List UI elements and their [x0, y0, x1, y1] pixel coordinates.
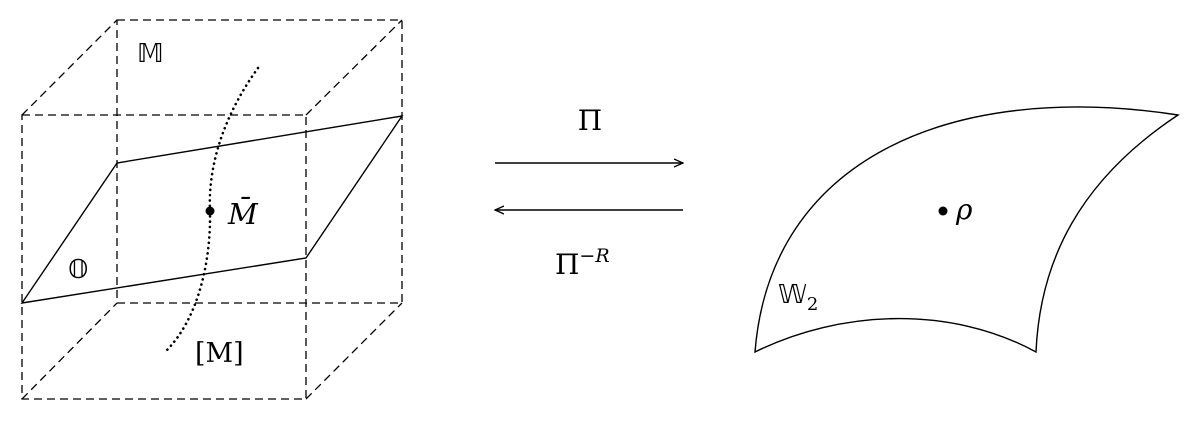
cube-front-face	[21, 114, 307, 400]
backward-label-base: Π	[555, 248, 579, 281]
cube-edge-tr	[305, 19, 403, 116]
cube-edge-br	[305, 302, 403, 400]
surface-w2	[754, 106, 1180, 354]
bracket-label: [M]	[195, 338, 244, 369]
surface-label-sub: 2	[807, 294, 818, 315]
backward-arrow-label: Π−R	[555, 245, 610, 281]
point-rho	[938, 206, 948, 216]
cube-label: 𝕄	[137, 39, 164, 69]
cube-edge-bl	[21, 302, 118, 400]
surface-label: 𝕎2	[778, 280, 818, 315]
cube-edge-tl	[21, 19, 118, 116]
forward-arrow-label: Π	[578, 104, 602, 137]
plane-parallelogram	[20, 115, 404, 304]
rho-label: ρ	[955, 193, 973, 226]
plane-label: 𝕆	[68, 255, 88, 285]
backward-label-sup: −R	[579, 245, 609, 267]
point-label: M̄	[227, 196, 259, 231]
cube-back-face	[116, 19, 403, 304]
point-m-bar	[205, 206, 215, 216]
surface-label-base: 𝕎	[778, 280, 807, 310]
cube	[21, 19, 403, 400]
